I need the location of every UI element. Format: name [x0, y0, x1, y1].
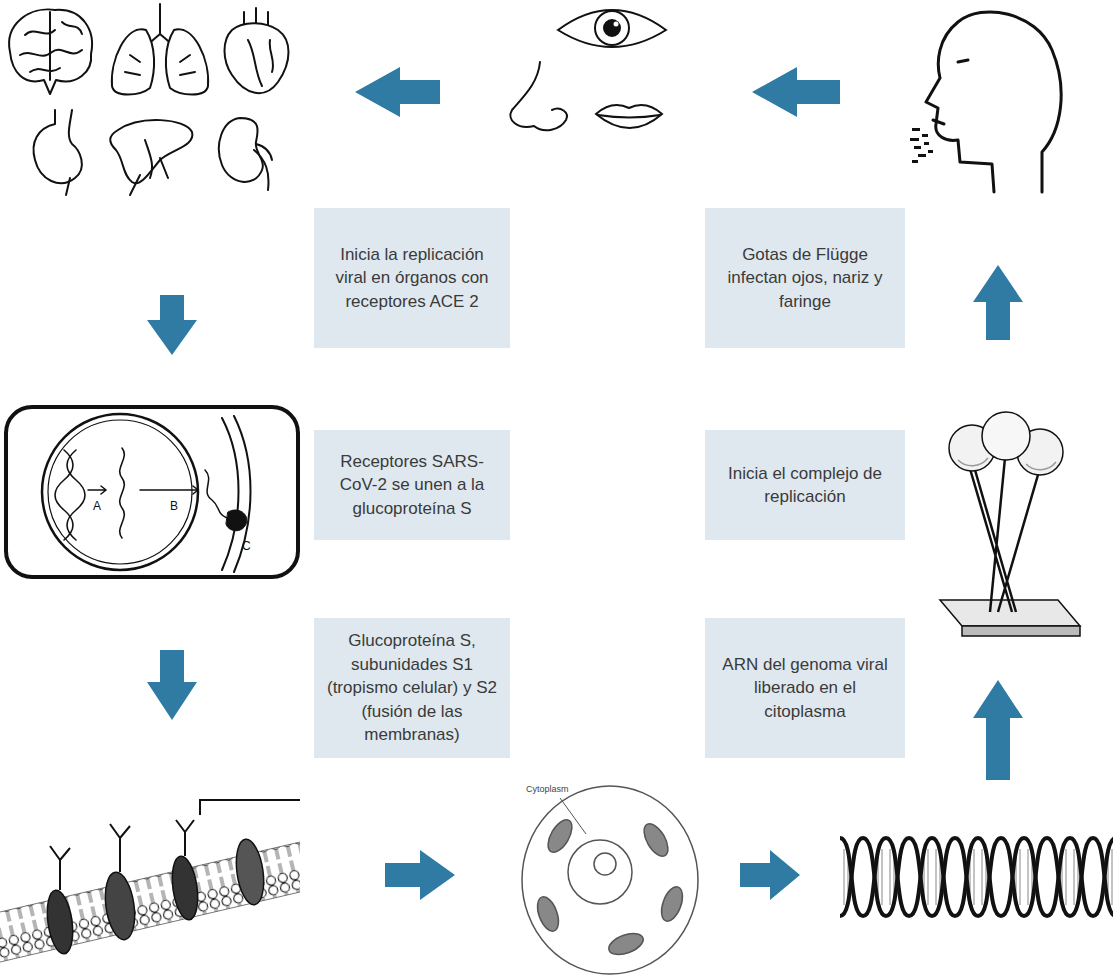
dna-helix: [840, 835, 1113, 919]
organ-icons-part: [219, 118, 263, 182]
step-text: Gotas de Flügge infectan ojos, nariz y f…: [715, 243, 895, 313]
step-text: Glucoproteína S, subunidades S1 (tropism…: [324, 629, 500, 746]
coughing-head-part: [910, 128, 933, 163]
cell-cytoplasm-figure-part: [560, 798, 586, 834]
face-features-part: [598, 115, 660, 118]
spike-protein-figure: [940, 412, 1080, 636]
spike-protein-figure-part: [968, 458, 1040, 612]
coughing-head-part-part: [924, 142, 929, 145]
organ-icons-part: [166, 29, 208, 94]
face-features-part: [604, 20, 620, 36]
cell-replication-figure-part: [88, 486, 106, 494]
cell-replication-figure-part: [222, 418, 239, 570]
coughing-head-part-part: [912, 160, 918, 163]
step-text: ARN del genoma viral liberado en el cito…: [715, 653, 895, 723]
cell-cytoplasm-figure: [522, 786, 698, 974]
cell-cytoplasm-figure-part: [639, 820, 673, 860]
figure-letter: A: [93, 500, 101, 512]
cell-cytoplasm-figure-part: [543, 816, 577, 856]
coughing-head-part: [958, 60, 968, 62]
flow-arrows-part: [385, 850, 455, 900]
flow-arrows-part: [147, 295, 197, 355]
organ-icons-part: [20, 12, 82, 80]
organ-icons-part: [9, 9, 92, 94]
step-box: Inicia la replicación viral en órganos c…: [314, 208, 510, 348]
coughing-head-part-part: [912, 128, 920, 131]
organ-icons-part: [225, 23, 289, 93]
membrane-figure-part: [101, 870, 138, 941]
flow-arrows-part: [740, 850, 800, 900]
flow-arrows-part: [147, 650, 197, 720]
figure-letter: C: [242, 540, 251, 552]
face-features-part: [510, 62, 566, 130]
spike-protein-figure-part: [958, 458, 1056, 470]
face-features-part: [614, 22, 619, 27]
membrane-figure-part: [233, 838, 268, 907]
cell-replication-figure-part: [48, 420, 192, 564]
cell-cytoplasm-figure-part: [594, 853, 616, 875]
organ-icons: [9, 4, 288, 195]
cell-replication-figure-part: [140, 486, 198, 494]
step-box: Inicia el complejo de replicación: [705, 430, 905, 540]
flow-arrows-part: [973, 680, 1023, 780]
organ-icons-part: [34, 110, 82, 183]
cell-cytoplasm-figure-part: [533, 894, 562, 934]
flow-arrows-part: [973, 265, 1023, 340]
coughing-head-part-part: [928, 150, 933, 153]
face-features-part: [595, 11, 629, 45]
cell-replication-figure-part: [234, 416, 251, 572]
figure-letter: B: [170, 500, 178, 512]
membrane-figure-part: [169, 855, 202, 922]
coughing-head-part-part: [922, 134, 928, 137]
membrane-figure-part: [50, 820, 194, 890]
face-features-part: [596, 105, 662, 128]
coughing-head-part-part: [918, 154, 926, 157]
cell-cytoplasm-figure-part: [568, 840, 632, 904]
coughing-head: [910, 12, 1061, 192]
coughing-head-part: [933, 120, 944, 124]
step-box: ARN del genoma viral liberado en el cito…: [705, 618, 905, 758]
membrane-figure-part: [200, 800, 300, 815]
figure-caption: Cytoplasm: [526, 785, 569, 794]
cell-replication-figure-part: [6, 407, 298, 577]
organ-icons-part: [125, 55, 195, 75]
organ-icons-part: [66, 178, 70, 195]
membrane-figure: [0, 800, 300, 962]
step-text: Receptores SARS-CoV-2 se unen a la gluco…: [324, 450, 500, 520]
cell-replication-figure-part: [120, 448, 125, 538]
coughing-head-part-part: [914, 146, 921, 149]
dna-helix-part: [840, 835, 1113, 919]
organ-icons-part: [130, 140, 168, 195]
step-box: Glucoproteína S, subunidades S1 (tropism…: [314, 618, 510, 758]
cell-replication-figure-part: [55, 450, 73, 540]
membrane-figure-part: [44, 889, 77, 956]
cell-replication-figure-part: [67, 450, 85, 540]
face-features-part: [558, 10, 666, 47]
cell-cytoplasm-figure-part: [657, 884, 686, 924]
flow-arrows-part: [355, 67, 440, 117]
organ-icons-part: [254, 144, 272, 190]
step-box: Receptores SARS-CoV-2 se unen a la gluco…: [314, 430, 510, 540]
cell-replication-figure: [6, 407, 298, 577]
step-text: Inicia la replicación viral en órganos c…: [324, 243, 500, 313]
step-box: Gotas de Flügge infectan ojos, nariz y f…: [705, 208, 905, 348]
organ-icons-part: [112, 29, 154, 94]
cell-replication-figure-part: [42, 414, 198, 570]
step-text: Inicia el complejo de replicación: [715, 462, 895, 509]
spike-protein-figure-part: [982, 412, 1030, 460]
cell-replication-figure-part: [226, 510, 247, 531]
spike-protein-figure-part: [962, 626, 1080, 636]
cell-cytoplasm-figure-part: [522, 786, 698, 974]
face-features: [510, 10, 666, 130]
organ-icons-part: [248, 40, 273, 86]
flow-arrows: [147, 67, 1023, 900]
cell-cytoplasm-figure-part: [606, 929, 646, 958]
flow-arrows-part: [752, 67, 840, 117]
coughing-head-part: [926, 12, 1061, 192]
coughing-head-part-part: [910, 138, 919, 141]
